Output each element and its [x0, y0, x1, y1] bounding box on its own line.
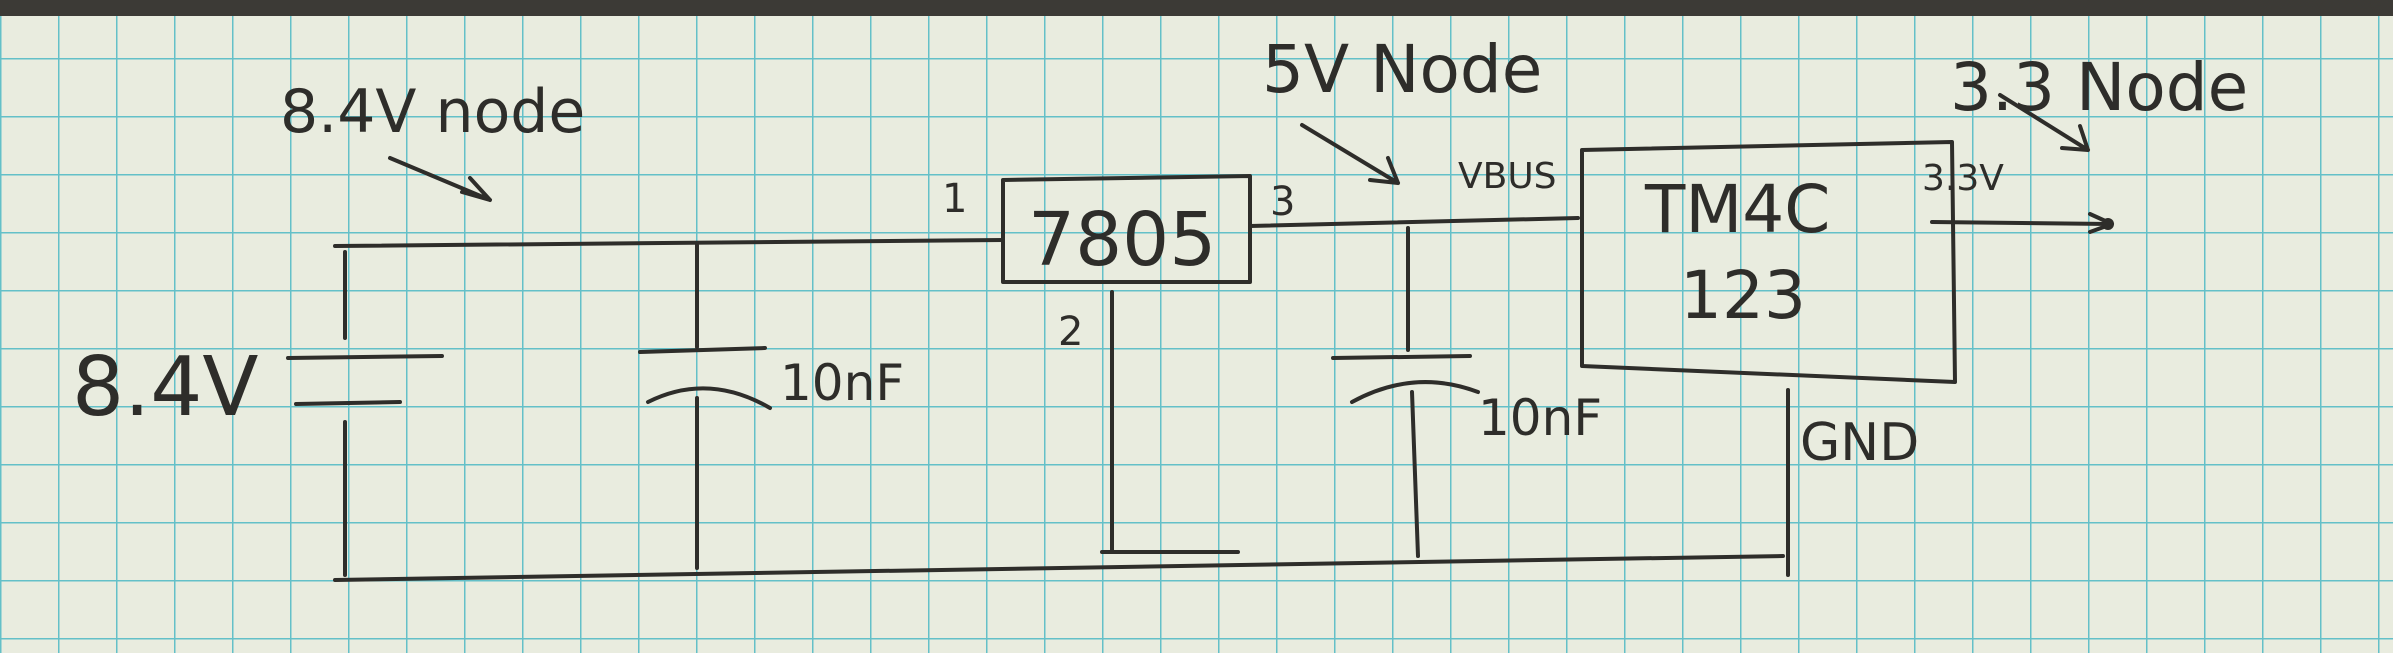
- battery-long-plate: [286, 354, 444, 360]
- label-3v3-pin: 3.3V: [1922, 158, 2004, 199]
- label-regulator-pin2: 2: [1058, 309, 1083, 355]
- label-regulator-pin3: 3: [1270, 179, 1295, 225]
- wire-regulator-ground: [1100, 290, 1240, 554]
- wire-3v3-output: [1930, 220, 2112, 226]
- label-mcu-name: TM4C: [1644, 171, 1830, 248]
- label-regulator-pin1: 1: [942, 176, 967, 222]
- mcu-box: [1580, 140, 1957, 384]
- wire-5v-rail: [1248, 216, 1580, 228]
- label-mcu-number: 123: [1680, 257, 1806, 334]
- wire-cap2-bottom: [1410, 390, 1420, 558]
- label-battery-voltage: 8.4V: [72, 340, 259, 435]
- output-node-dot: [2102, 218, 2114, 230]
- label-regulator-part: 7805: [1028, 197, 1216, 283]
- battery-short-plate: [294, 400, 402, 406]
- arrow-3v3-node: [1998, 93, 2090, 152]
- arrow-5v-node: [1300, 123, 1400, 185]
- regulator-box: [1001, 174, 1252, 284]
- label-vbus-pin: VBUS: [1458, 156, 1557, 197]
- wire-8v4-rail: [333, 238, 1005, 248]
- label-8v4-node: 8.4V node: [280, 77, 585, 147]
- label-cap2-value: 10nF: [1478, 389, 1602, 447]
- top-edge-shadow: [0, 0, 2393, 16]
- wire-ground-rail: [333, 554, 1785, 582]
- cap2-curved-plate: [1350, 380, 1480, 404]
- label-cap1-value: 10nF: [780, 354, 904, 412]
- label-gnd: GND: [1800, 413, 1919, 473]
- label-3v3-node: 3.3 Node: [1950, 49, 2248, 126]
- label-5v-node: 5V Node: [1262, 31, 1542, 108]
- cap1-curved-plate: [646, 386, 772, 410]
- cap2-flat-plate: [1331, 354, 1472, 360]
- cap1-flat-plate: [638, 346, 767, 354]
- arrow-8v4-node: [388, 156, 492, 202]
